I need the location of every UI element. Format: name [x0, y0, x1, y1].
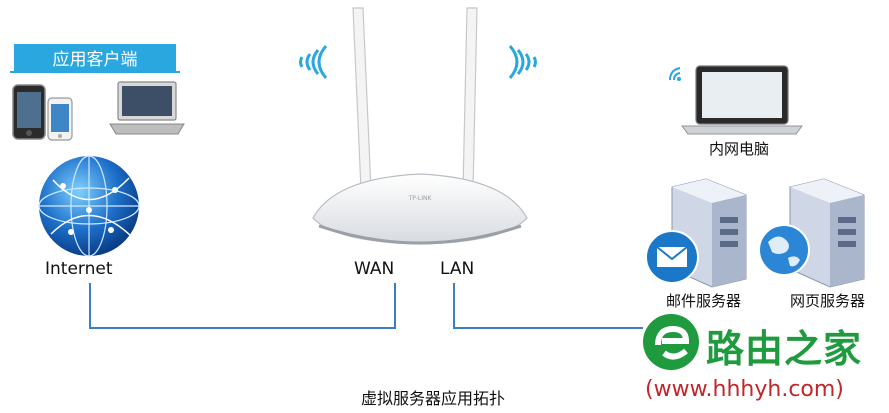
lan-wire-horizontal: [453, 327, 643, 329]
smartphone-icon: [12, 84, 46, 140]
lan-laptop-label: 内网电脑: [709, 140, 770, 158]
watermark-logo-icon: [643, 314, 699, 370]
lan-wire-vertical: [453, 283, 455, 329]
client-group-title: 应用客户端: [14, 44, 176, 71]
wifi-waves-icon: [299, 45, 328, 79]
wan-wire-horizontal: [89, 327, 396, 329]
internet-wire-vertical: [89, 283, 91, 329]
laptop-icon: [681, 65, 803, 135]
mail-server-label: 邮件服务器: [666, 292, 742, 310]
web-server-icon: [789, 178, 865, 288]
web-globe-icon: [758, 224, 810, 276]
internet-label: Internet: [45, 259, 113, 279]
laptop-icon: [109, 81, 185, 135]
router-brand: TP-LINK: [408, 195, 433, 202]
web-server-label: 网页服务器: [790, 292, 866, 310]
client-group-underline: [10, 71, 180, 73]
watermark-url: (www.hhhyh.com): [645, 377, 844, 402]
wifi-signal-icon: [669, 67, 681, 81]
mail-icon: [645, 230, 699, 284]
globe-icon: [38, 155, 140, 257]
watermark-brand: 路由之家: [706, 327, 863, 371]
phone-icon: [47, 97, 73, 141]
wan-wire-vertical: [394, 283, 396, 329]
wan-label: WAN: [354, 259, 395, 279]
diagram-caption: 虚拟服务器应用拓扑: [361, 389, 506, 408]
wifi-waves-icon: [508, 45, 537, 79]
lan-label: LAN: [440, 259, 475, 279]
router-icon: TP-LINK: [312, 7, 528, 245]
